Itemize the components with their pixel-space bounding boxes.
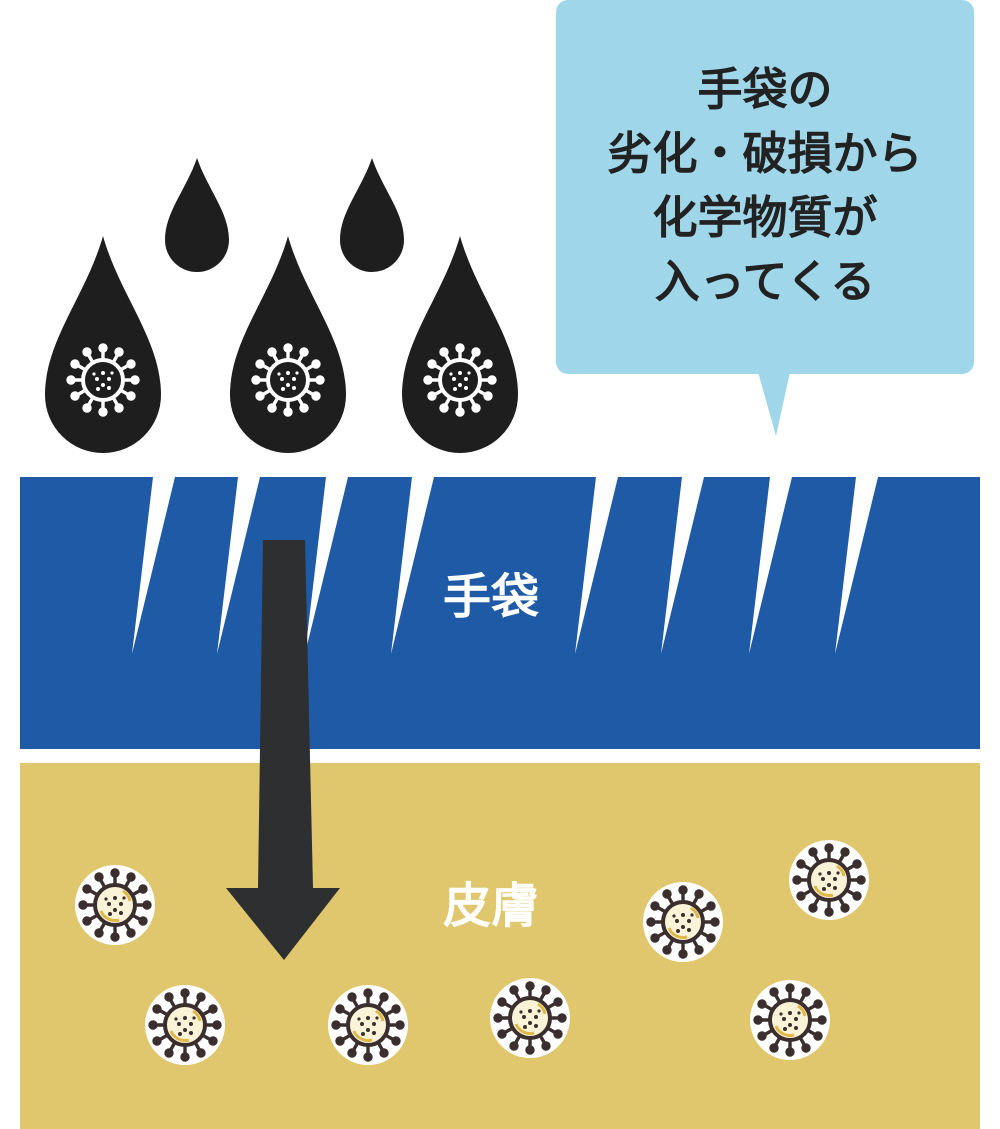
virus-icon <box>748 978 832 1062</box>
bubble-line: 手袋の <box>697 63 833 116</box>
virus-icon <box>73 863 157 947</box>
chemical-drop-icon <box>230 236 346 453</box>
bubble-line: 劣化・破損から <box>607 127 923 180</box>
arrow-down-icon <box>226 540 340 960</box>
chemical-drop-icon <box>165 158 229 272</box>
glove-cracks <box>132 477 878 654</box>
glove-label: 手袋 <box>443 569 540 625</box>
virus-icon <box>787 838 871 922</box>
chemical-drop-icon <box>402 236 518 453</box>
virus-icon <box>641 880 725 964</box>
virus-icon <box>326 983 410 1067</box>
virus-icon <box>488 976 572 1060</box>
glove-layer <box>20 477 980 749</box>
skin-layer <box>20 763 980 1129</box>
speech-bubble <box>556 0 974 436</box>
virus-icon <box>143 983 227 1067</box>
chemical-drop-icon <box>340 158 404 272</box>
bubble-text: 手袋の 劣化・破損から 化学物質が 入ってくる <box>556 58 974 314</box>
skin-label: 皮膚 <box>443 878 540 934</box>
chemical-drop-icon <box>45 236 161 453</box>
bubble-line: 化学物質が <box>652 191 878 244</box>
bubble-line: 入ってくる <box>654 255 876 308</box>
